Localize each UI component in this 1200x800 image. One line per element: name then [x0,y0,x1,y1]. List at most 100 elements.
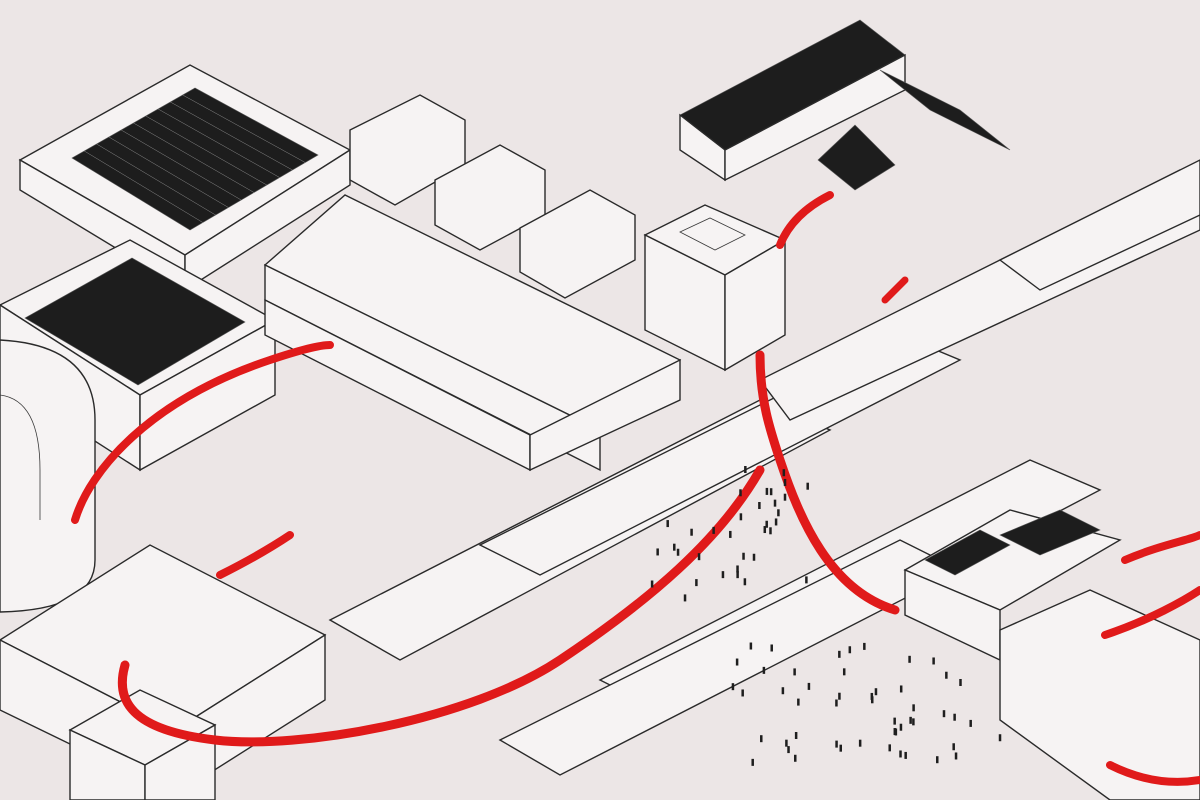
person [969,719,972,727]
person [838,650,841,658]
route-north [776,191,834,249]
person [932,657,935,665]
person [749,642,753,650]
person [695,579,698,587]
person [959,678,962,686]
person [650,580,654,588]
person [774,518,778,526]
person [899,685,903,693]
person [736,571,739,579]
person [697,553,701,561]
person [782,469,786,477]
person [835,740,838,748]
red-route [71,191,1200,786]
solar-grid-line [170,101,293,171]
person [777,509,780,517]
market-hall-rows [328,159,1200,776]
person [690,528,693,536]
person [765,487,769,495]
route-east-bottom [1106,761,1200,786]
person [806,482,809,490]
round-tower [0,339,96,613]
person [760,735,763,743]
solar-grid-line [121,129,242,201]
solar-grid-line [108,136,229,208]
person [899,750,902,758]
person [893,728,897,736]
route-main-curve [117,465,765,747]
person [721,571,725,579]
person [739,489,742,497]
person [666,520,669,528]
person [797,698,800,706]
person [770,644,773,652]
solar-grid-line [133,122,255,193]
person [731,683,735,691]
person [744,466,747,474]
person [839,744,843,752]
person [952,743,955,751]
person [912,704,915,712]
person [807,682,811,690]
person [899,723,903,731]
person [739,513,743,521]
person [783,478,787,486]
person [676,548,680,556]
person [743,578,747,586]
townhouse-row [349,94,636,299]
route-west [71,341,334,524]
person [945,671,948,679]
route-north-east [881,276,909,304]
person [741,689,744,697]
person [769,488,773,496]
route-mid [216,531,294,579]
person [942,710,946,718]
solar-barn-complex [679,19,1011,191]
long-warehouse [263,194,682,472]
person [863,642,866,650]
person [736,565,739,573]
person [908,655,911,663]
solar-grid-line [145,115,267,186]
person [656,548,659,556]
person [785,739,788,747]
person [848,646,852,654]
small-block [68,689,217,800]
person [751,758,754,766]
person [765,520,768,528]
person [783,493,787,501]
person [874,688,878,696]
person [793,668,796,676]
person [781,687,785,695]
person [794,754,797,762]
person [998,734,1002,742]
person [752,553,756,561]
person [858,739,862,747]
person [712,526,715,534]
person [673,543,676,551]
person [953,713,956,721]
person [787,746,790,754]
person [888,744,891,752]
person [936,756,939,764]
person [909,716,912,724]
person [762,666,766,674]
person [904,751,907,759]
person [773,499,777,507]
route-far-east [1121,531,1200,564]
person [893,717,896,725]
solar-roof-hall-north [18,64,352,292]
person [729,530,732,538]
solar-grid-line [182,94,306,163]
person [912,718,915,726]
person [735,658,739,666]
person [954,752,958,760]
person [769,527,772,535]
person [763,526,767,534]
solar-grid-line [84,150,203,223]
solar-grid-line [157,108,280,178]
person [838,692,841,700]
solar-residential-right [903,509,1200,800]
cube-tower [643,204,787,372]
